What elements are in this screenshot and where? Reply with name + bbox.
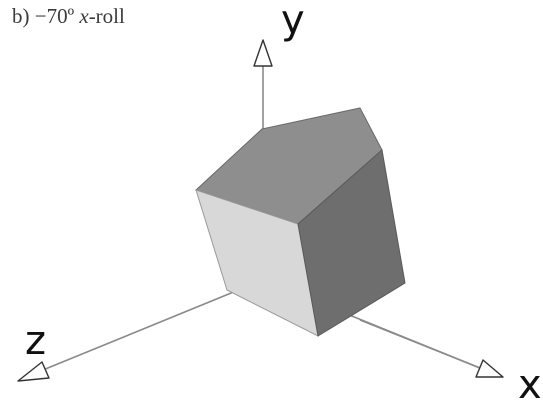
figure-caption: b) −70º x-roll — [12, 4, 125, 29]
x-axis-label: x — [518, 362, 542, 405]
x-axis-front-segment — [359, 319, 481, 369]
x-arrowhead — [475, 359, 504, 378]
caption-suffix: -roll — [88, 4, 125, 28]
z-axis-label: z — [25, 318, 46, 364]
z-arrowhead — [17, 361, 50, 382]
y-arrowhead — [253, 39, 273, 67]
caption-variable: x — [79, 4, 89, 28]
box-right-face — [297, 149, 406, 337]
caption-prefix: b) −70º — [12, 4, 80, 28]
rolled-box — [195, 107, 406, 337]
z-axis-line — [37, 279, 264, 373]
y-axis-label: y — [281, 0, 305, 43]
axis-arrowheads — [17, 39, 504, 382]
